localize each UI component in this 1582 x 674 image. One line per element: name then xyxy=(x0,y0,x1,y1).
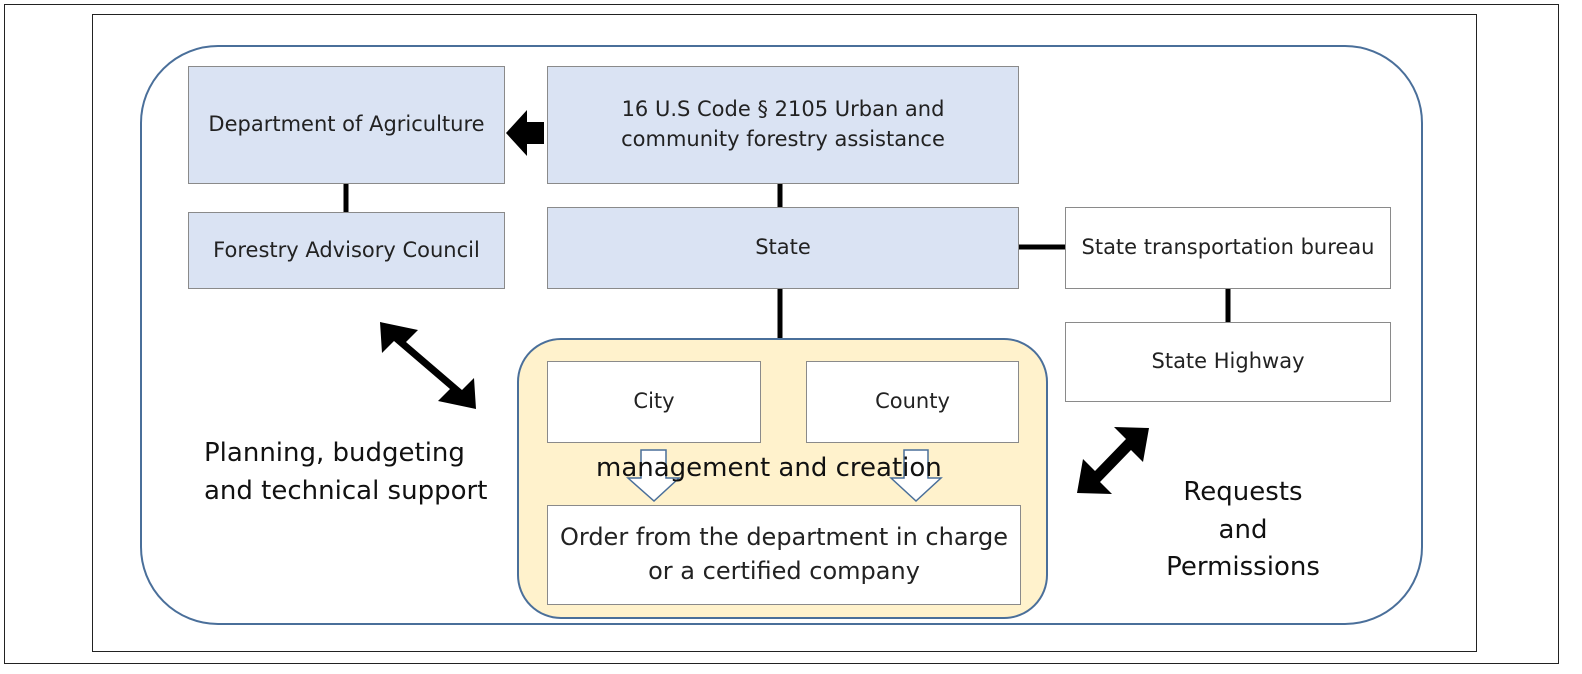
us-code-label: 16 U.S Code § 2105 Urban and community f… xyxy=(621,97,945,151)
state-highway-node: State Highway xyxy=(1065,322,1391,402)
order-label: Order from the department in charge or a… xyxy=(559,523,1008,585)
city-label: City xyxy=(633,389,675,414)
requests-line-2: and xyxy=(1218,514,1268,545)
county-node: County xyxy=(806,361,1019,443)
planning-line-2: and technical support xyxy=(204,475,488,506)
planning-line-1: Planning, budgeting xyxy=(204,438,465,468)
inner-frame xyxy=(92,14,1477,652)
diagram-region xyxy=(140,45,1423,625)
management-text: management and creation xyxy=(596,453,942,483)
order-node: Order from the department in charge or a… xyxy=(547,505,1021,605)
city-node: City xyxy=(547,361,761,443)
state-transportation-bureau-label: State transportation bureau xyxy=(1081,235,1375,260)
department-of-agriculture-label: Department of Agriculture xyxy=(208,112,485,137)
planning-label: Planning, budgeting and technical suppor… xyxy=(204,435,487,510)
state-label: State xyxy=(755,235,811,260)
county-label: County xyxy=(875,389,950,414)
state-transportation-bureau-node: State transportation bureau xyxy=(1065,207,1391,289)
management-label: management and creation xyxy=(596,450,942,488)
forestry-advisory-council-node: Forestry Advisory Council xyxy=(188,212,505,289)
requests-line-1: Requests xyxy=(1183,477,1303,507)
state-node: State xyxy=(547,207,1019,289)
requests-line-3: Permissions xyxy=(1166,552,1320,583)
department-of-agriculture-node: Department of Agriculture xyxy=(188,66,505,184)
outer-frame xyxy=(4,4,1559,664)
us-code-node: 16 U.S Code § 2105 Urban and community f… xyxy=(547,66,1019,184)
forestry-advisory-council-label: Forestry Advisory Council xyxy=(213,237,480,262)
state-highway-label: State Highway xyxy=(1151,349,1305,374)
requests-label: Requests and Permissions xyxy=(1143,474,1343,587)
